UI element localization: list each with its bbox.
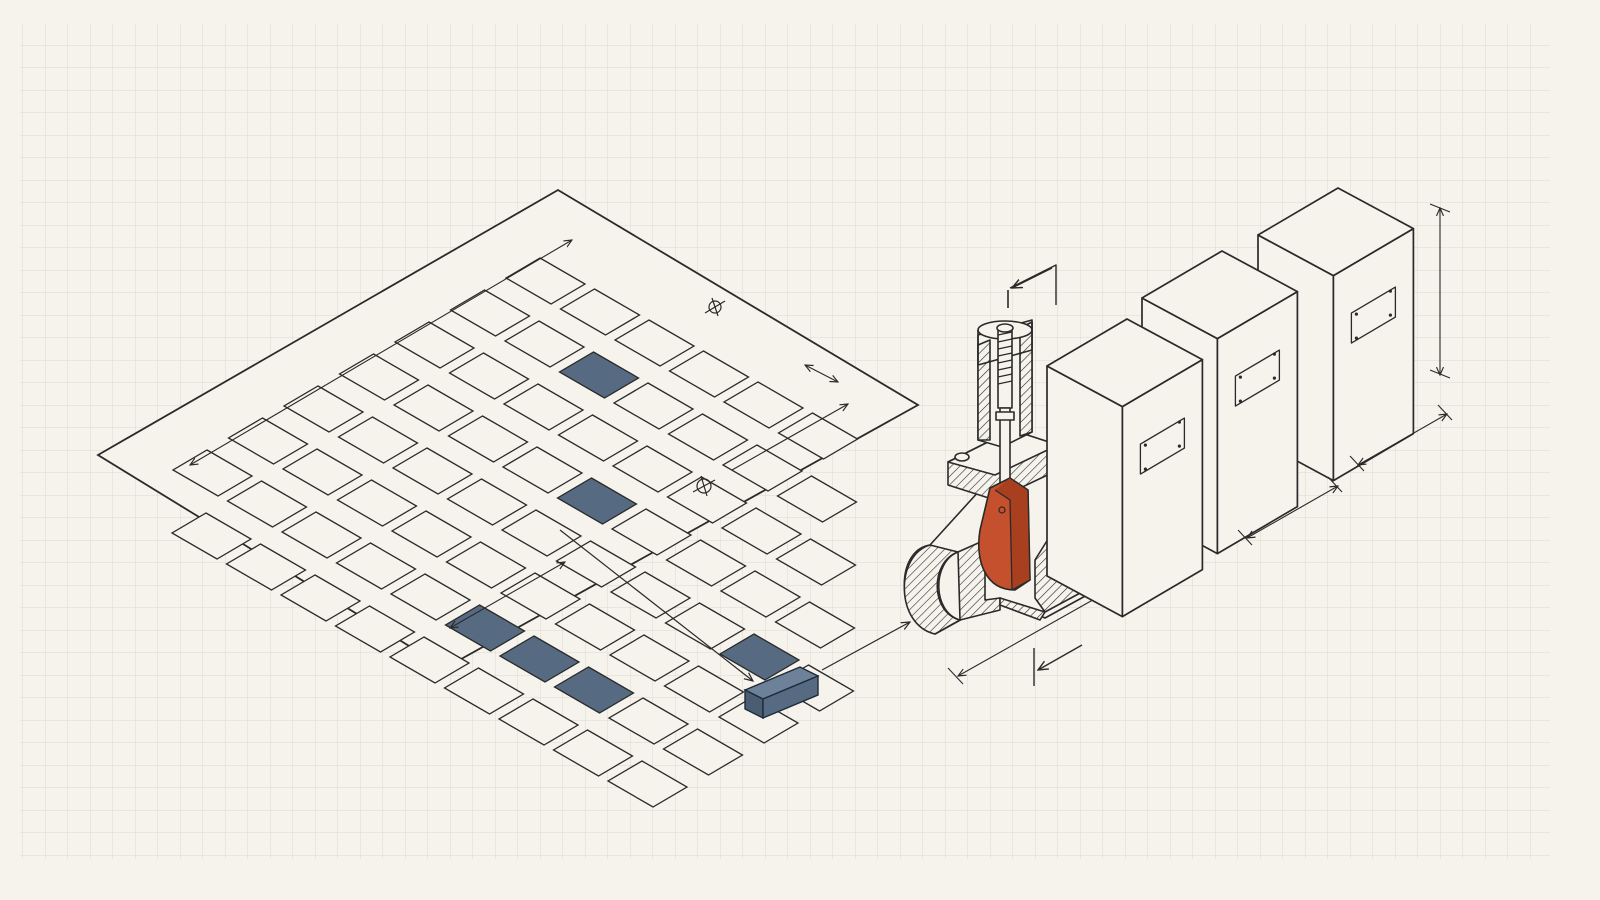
sheet-cell xyxy=(608,634,691,682)
crosshair-icon xyxy=(704,297,726,317)
crosshair-icon xyxy=(692,475,716,497)
sheet-cell xyxy=(721,444,804,492)
sheet-cell xyxy=(554,603,636,651)
sheet-cell xyxy=(446,478,528,526)
sheet-cell xyxy=(225,543,307,591)
sheet-cell xyxy=(500,509,583,557)
sheet-cell xyxy=(390,510,473,558)
sheet-cell xyxy=(170,512,253,560)
sheet-cell xyxy=(611,445,694,493)
cabinet-dimensions xyxy=(1237,203,1453,546)
sheet-cell xyxy=(613,319,696,367)
sheet-cell xyxy=(662,728,744,776)
sheet-cell xyxy=(777,412,859,460)
sheet-cell xyxy=(775,538,857,586)
sheet-cell xyxy=(226,480,308,528)
highlighted-cell xyxy=(498,635,581,683)
sheet-cell xyxy=(497,698,580,746)
sheet-cell xyxy=(280,511,363,559)
flow-arrow xyxy=(821,622,910,671)
sheet-cell xyxy=(665,539,747,587)
sheet-cell xyxy=(607,697,690,745)
sheet-cell xyxy=(717,696,800,744)
cabinet-icon xyxy=(1046,318,1204,618)
sheet-cell xyxy=(664,602,746,650)
dimension-line xyxy=(450,562,565,628)
sheet-cell xyxy=(663,665,745,713)
dimension-line xyxy=(190,240,572,465)
sheet-cell xyxy=(443,667,525,715)
sheet-cell xyxy=(668,350,750,398)
sheet-cell xyxy=(555,540,637,588)
sheet-cell xyxy=(612,382,695,430)
sheet-cell xyxy=(335,542,417,590)
sheet-cell xyxy=(666,476,748,524)
sheet-cell xyxy=(722,381,805,429)
sheet-cell xyxy=(279,574,362,622)
sheet-cell xyxy=(610,508,693,556)
block-icon xyxy=(743,666,820,720)
sheet-cell xyxy=(774,601,856,649)
flow-arrow xyxy=(559,529,753,681)
sheet-cell xyxy=(719,570,802,618)
sheet-cell xyxy=(334,605,416,653)
sheet-cell xyxy=(720,507,803,555)
sheet-cell xyxy=(609,571,692,619)
sheet-cell xyxy=(388,636,471,684)
highlighted-cell xyxy=(718,633,801,681)
sheet-cell xyxy=(667,413,749,461)
sheet-cell xyxy=(606,760,689,808)
dimension-line xyxy=(731,404,848,471)
dimension-line xyxy=(805,365,838,382)
sheet-cell xyxy=(336,479,418,527)
sheet-cell xyxy=(552,729,634,777)
highlighted-cell xyxy=(553,666,635,714)
sheet-cell xyxy=(776,475,858,523)
highlighted-cell xyxy=(556,477,638,525)
